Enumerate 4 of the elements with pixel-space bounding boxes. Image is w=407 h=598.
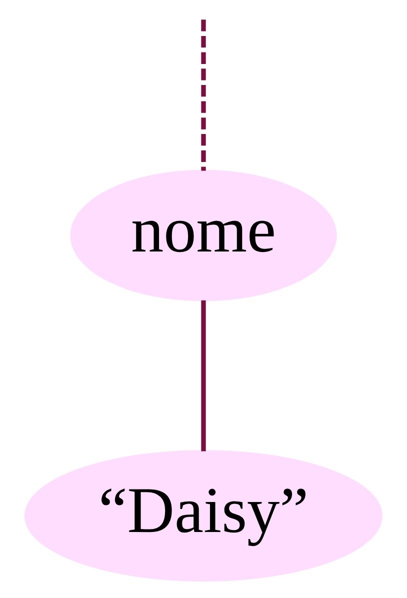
connector <box>201 300 206 452</box>
node-ellipse: “Daisy” <box>24 450 383 582</box>
connector <box>201 20 206 171</box>
node-ellipse: nome <box>70 170 337 302</box>
